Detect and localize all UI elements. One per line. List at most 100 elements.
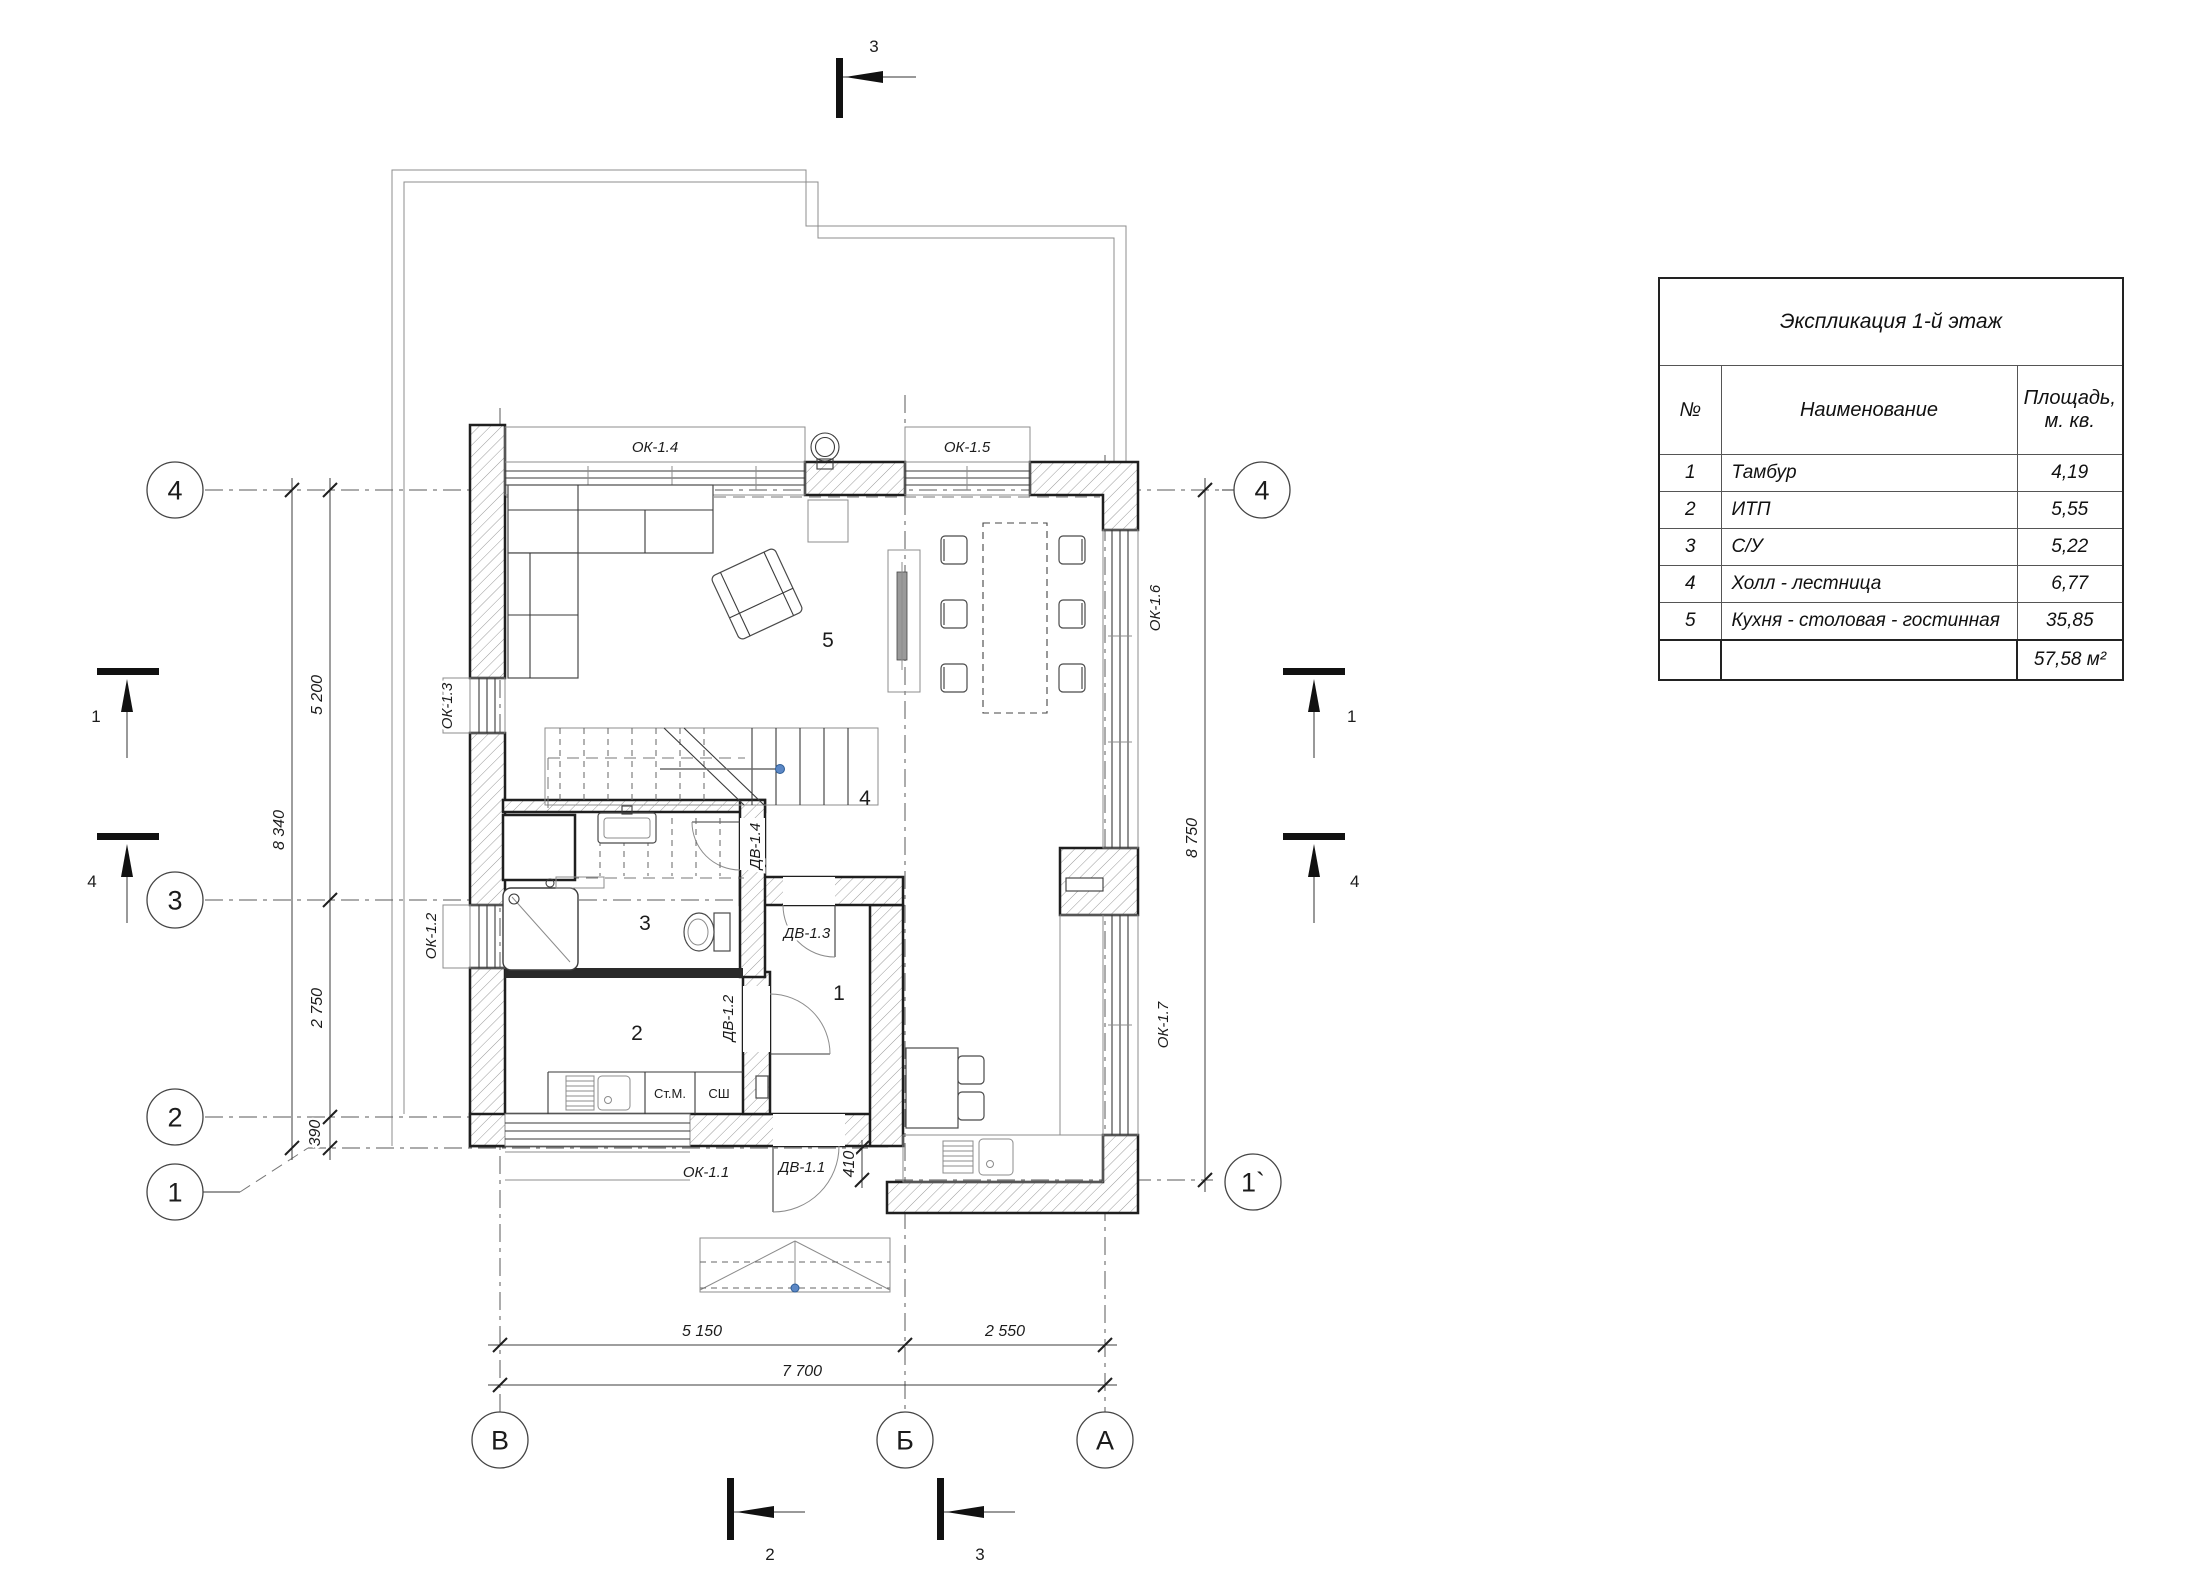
section-label-left-1: 1 [91,707,100,726]
axis-label-2-left: 2 [167,1102,182,1132]
room-label-1: 1 [833,982,845,1005]
room-label-2: 2 [631,1022,643,1045]
dim-left-c: 390 [307,1120,324,1147]
dim-bottom-a: 5 150 [682,1323,722,1340]
table-total-row: 57,58 м² [1658,639,2125,681]
axis-bubble-3-left [146,871,204,929]
table-row: 3 С/У 5,22 [1658,528,2124,566]
window-ok13 [442,677,506,734]
axis-bubble-1p-right [1224,1153,1282,1211]
tv-unit [887,549,921,693]
section-marker-right-4: 4 [1283,833,1359,923]
room-label-4: 4 [859,787,871,810]
col-header-no: № [1658,365,1722,455]
tag-ok14: ОК-1.4 [632,439,678,456]
axis-label-1p-right: 1` [1241,1167,1265,1197]
axis-bubble-b-bottom [876,1411,934,1469]
corner-sofa [507,484,714,679]
row-area: 4,19 [2016,454,2124,492]
room-schedule-table: Экспликация 1-й этаж № Наименование Площ… [1658,277,2125,681]
window-ok12 [442,904,506,969]
room-numbers: 5 4 3 2 1 [631,629,871,1045]
section-marker-left-4: 4 [87,833,159,923]
row-name: С/У [1720,528,2018,566]
axis-label-v-bottom: В [491,1425,509,1455]
tag-dv12: ДВ-1.2 [720,994,737,1043]
dimensions: 8 340 5 200 2 750 390 8 750 5 150 2 550 … [269,478,1213,1393]
table-row: 2 ИТП 5,55 [1658,491,2124,529]
row-no: 3 [1658,528,1722,566]
total-empty-no [1658,639,1722,681]
axis-bubbles: 4 3 2 1 4 1` В Б А [146,461,1291,1469]
dim-right-total: 8 750 [1184,818,1201,858]
window-ok17 [1102,914,1139,1136]
door-dv12 [769,993,831,1055]
shower-cabin [502,876,605,971]
dim-bottom-total: 7 700 [782,1363,822,1380]
row-no: 2 [1658,491,1722,529]
under-stair-closet [501,813,577,882]
window-ok11 [504,1113,691,1181]
axis-label-4-left: 4 [167,475,182,505]
section-marker-right-1: 1 [1283,668,1356,758]
section-marker-bottom-2: 2 [727,1478,805,1564]
axis-bubble-v-bottom [471,1411,529,1469]
room-label-3: 3 [639,912,651,935]
col-header-area: Площадь, м. кв. [2016,365,2124,455]
door-tags: ДВ-1.1 ДВ-1.2 ДВ-1.3 ДВ-1.4 [718,820,834,1178]
row-area: 5,55 [2016,491,2124,529]
armchair [711,548,803,640]
row-area: 5,22 [2016,528,2124,566]
tag-ok15: ОК-1.5 [944,439,991,456]
tag-dv13: ДВ-1.3 [782,925,831,942]
washing-machine-label: Ст.М. [654,1086,686,1101]
section-label-bottom-2: 2 [765,1545,774,1564]
electrical-panel [755,1075,769,1099]
total-empty-name [1720,639,2018,681]
window-tags: ОК-1.4 ОК-1.5 ОК-1.3 ОК-1.2 ОК-1.6 ОК-1.… [421,437,1175,1184]
section-label-left-4: 4 [87,872,96,891]
axis-label-b-bottom: Б [896,1425,914,1455]
axis-label-1-left: 1 [167,1177,182,1207]
section-label-top-3: 3 [869,37,878,56]
window-ok15 [904,426,1031,496]
appliance-labels: Ст.М. СШ [652,1084,732,1103]
col-header-area-line2: м. кв. [2044,410,2095,432]
row-area: 6,77 [2016,565,2124,603]
staircase [544,727,879,879]
section-marker-left-1: 1 [91,668,159,758]
section-label-bottom-3: 3 [975,1545,984,1564]
kitchen-counters [902,914,1104,1183]
window-ok16 [1102,529,1139,849]
col-header-name: Наименование [1720,365,2018,455]
row-name: Кухня - столовая - гостинная [1720,602,2018,641]
section-marker-bottom-3: 3 [937,1478,1015,1564]
axis-label-4-right: 4 [1254,475,1269,505]
dim-door-offset: 410 [841,1151,858,1178]
tag-ok16: ОК-1.6 [1147,584,1164,631]
dryer-cabinet-label: СШ [708,1086,729,1101]
dim-left-b: 2 750 [309,988,326,1029]
section-label-right-4: 4 [1350,872,1359,891]
axis-bubble-a-bottom [1076,1411,1134,1469]
toilet [683,912,731,952]
door-dv13 [782,904,836,958]
desk-and-chairs [905,1047,985,1129]
table-row: 4 Холл - лестница 6,77 [1658,565,2124,603]
entry-porch-steps [699,1237,891,1293]
boiler-chimney [807,432,849,543]
row-area: 35,85 [2016,602,2124,641]
dim-left-a: 5 200 [309,675,326,715]
row-no: 5 [1658,602,1722,641]
row-name: Тамбур [1720,454,2018,492]
axis-label-3-left: 3 [167,885,182,915]
row-name: ИТП [1720,491,2018,529]
exterior-walls [468,423,1140,1215]
tag-dv11: ДВ-1.1 [777,1159,825,1176]
table-title: Экспликация 1-й этаж [1658,277,2124,366]
row-name: Холл - лестница [1720,565,2018,603]
table-row: 1 Тамбур 4,19 [1658,454,2124,492]
door-dv14 [691,821,741,871]
